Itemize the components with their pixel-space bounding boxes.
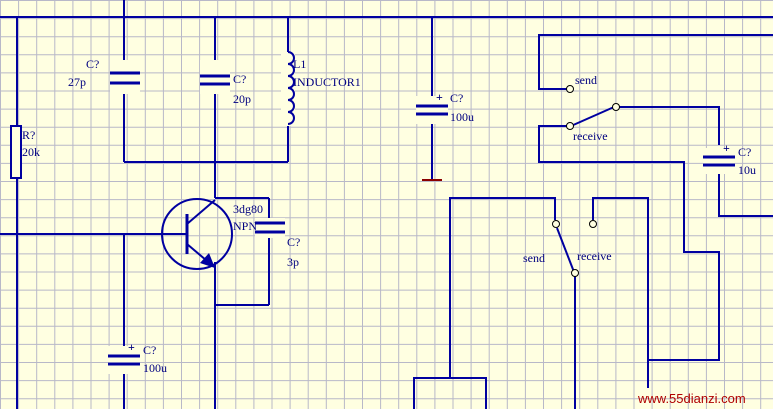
- watermark: www.55dianzi.com: [637, 391, 746, 406]
- capacitor-c20p: [200, 60, 230, 94]
- inductor-l1: [281, 51, 295, 126]
- wire: [538, 34, 773, 90]
- label-transistor-type: NPN: [233, 219, 257, 233]
- wire: [538, 125, 720, 361]
- labels: C? 27p C? 20p L1 INDUCTOR1 C? 100u R? 20…: [22, 57, 756, 375]
- capacitor-c100u-base: [108, 346, 140, 374]
- label-c100b-ref: C?: [143, 343, 156, 357]
- polarity-plus-c100a: +: [436, 90, 443, 104]
- label-c27-ref: C?: [86, 57, 99, 71]
- switch-send-receive-1: [566, 85, 620, 130]
- label-transistor-part: 3dg80: [233, 202, 263, 216]
- label-c27-value: 27p: [68, 75, 86, 89]
- label-switch2-receive: receive: [577, 249, 612, 263]
- wire: [718, 170, 773, 217]
- label-c20-value: 20p: [233, 92, 251, 106]
- label-c3-ref: C?: [287, 235, 300, 249]
- label-r-value: 20k: [22, 145, 40, 159]
- label-c10-value: 10u: [738, 163, 756, 177]
- label-l1-ref: L1: [293, 57, 306, 71]
- capacitor-c3p: [255, 218, 285, 238]
- wire: [449, 197, 556, 378]
- label-c10-ref: C?: [738, 145, 751, 159]
- transistor-npn: [161, 198, 233, 270]
- label-r-ref: R?: [22, 128, 35, 142]
- polarity-plus-c100b: +: [128, 340, 135, 354]
- capacitor-c27p: [110, 60, 140, 94]
- resistor-r20k: [10, 125, 22, 179]
- label-l1-value: INDUCTOR1: [293, 75, 361, 89]
- label-c20-ref: C?: [233, 72, 246, 86]
- label-c100a-ref: C?: [450, 91, 463, 105]
- label-c100b-value: 100u: [143, 361, 167, 375]
- label-switch1-send: send: [575, 73, 597, 87]
- wire: [617, 106, 720, 145]
- switch-send-receive-2: [552, 220, 597, 277]
- label-c3-value: 3p: [287, 255, 299, 269]
- label-switch1-receive: receive: [573, 129, 608, 143]
- label-switch2-send: send: [523, 251, 545, 265]
- capacitor-c10u: [703, 148, 735, 174]
- polarity-plus-c10: +: [723, 141, 730, 155]
- wire: [413, 377, 487, 409]
- label-c100a-value: 100u: [450, 110, 474, 124]
- capacitor-c100u-filter: [416, 96, 448, 124]
